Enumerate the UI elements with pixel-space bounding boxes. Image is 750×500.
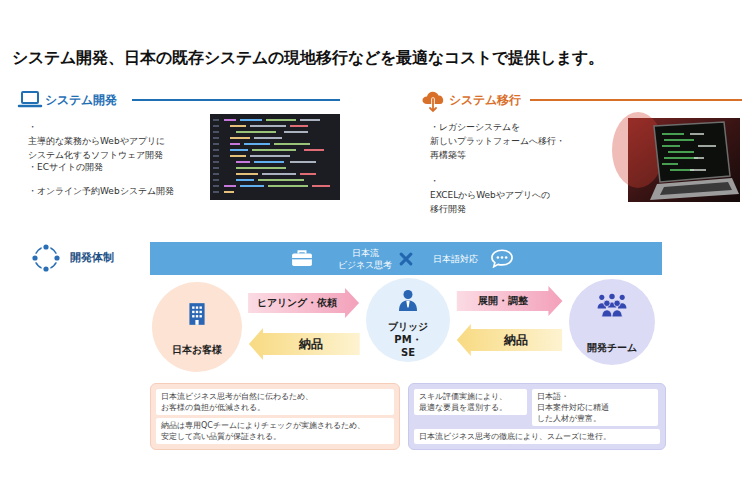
node-icons	[150, 242, 662, 275]
label-slot: ・レガシーシステムを 新しいプラットフォームへ移行・ 再構築等	[430, 120, 565, 162]
laptop-photo	[650, 178, 739, 200]
block-arrow	[249, 328, 360, 360]
arrow-label-slot: 納品	[504, 333, 528, 347]
code-screenshot	[224, 126, 258, 192]
block-arrow	[248, 288, 359, 318]
label-slot: ・ECサイトの開発	[28, 160, 103, 174]
feature-band: 日本流 ビジネス思考 日本語対応	[150, 242, 662, 275]
group-heading: 開発体制	[70, 251, 114, 265]
block-arrow	[457, 324, 562, 356]
text-slot: 日本流 ビジネス思考	[338, 247, 392, 271]
note-panel: スキル評価実施により、 最適な要員を選別する。 日本語・日本案件対応に精通 した人…	[408, 383, 666, 450]
cloud-icon	[430, 99, 436, 111]
note-text: 日本語・日本案件対応に精通 した人材が豊富。	[537, 391, 609, 424]
band-text: 日本流 ビジネス思考	[338, 247, 392, 271]
label-slot: ・オンライン予約Webシステム開発	[28, 184, 174, 198]
section-heading: システム移行	[449, 93, 521, 108]
arrow-label-slot: 納品	[299, 337, 323, 351]
role-name: 日本お客様	[172, 343, 222, 356]
page-title: システム開発、日本の既存システムの現地移行などを最適なコストで提供します。	[12, 47, 604, 69]
arrow-label: 納品	[299, 337, 323, 351]
arrow-label: 納品	[504, 333, 528, 347]
cloud-icon	[423, 92, 444, 111]
bullet-text: ・オンライン予約Webシステム開発	[28, 184, 174, 198]
role-name: ブリッジ PM・SE	[388, 320, 428, 359]
text-slot: 開発チーム	[587, 341, 637, 354]
laptop-photo	[654, 122, 730, 182]
note-panel: 日本流ビジネス思考が自然に伝わるため、 お客様の負担が低減される。納品は専用QC…	[150, 383, 400, 450]
role-circle: ブリッジ PM・SE	[366, 278, 450, 362]
bullet-text: ・EXCELからWebやアプリへの 移行開発	[430, 174, 550, 216]
block-arrow	[457, 286, 563, 316]
code-screenshot	[250, 120, 320, 174]
chat-icon	[492, 250, 512, 267]
band-text: 日本語対応	[433, 253, 478, 265]
laptop-icon	[19, 105, 41, 108]
label-slot: システム開発	[45, 93, 117, 108]
briefcase-icon	[292, 251, 312, 266]
text-slot: 日本お客様	[172, 343, 222, 356]
laptop-photo	[660, 182, 732, 195]
bullet-text: ・主導的な業務からWebやアプリに システム化するソフトウェア開発	[28, 120, 165, 162]
team-cycle-icon	[42, 265, 49, 272]
arrow-label: ヒアリング・依頼	[257, 296, 337, 310]
note-text: 納品は専用QCチームによりチェックが実施されるため、 安定して高い品質が保証され…	[161, 420, 365, 442]
person-icon	[399, 290, 417, 311]
section-rule	[530, 99, 742, 101]
bullet-text: ・ECサイトの開発	[28, 160, 103, 174]
section-heading: システム開発	[45, 93, 117, 108]
code-screenshot	[236, 120, 310, 186]
bullet-text: ・レガシーシステムを 新しいプラットフォームへ移行・ 再構築等	[430, 120, 565, 162]
label-slot: システム移行	[449, 93, 521, 108]
note-box: スキル評価実施により、 最適な要員を選別する。	[414, 389, 527, 415]
role-circle: 開発チーム	[569, 279, 655, 365]
team-cycle-icon	[53, 254, 60, 261]
note-box: 日本流ビジネス思考が自然に伝わるため、 お客様の負担が低減される。	[156, 389, 394, 415]
code-screenshot	[210, 114, 340, 200]
note-text: スキル評価実施により、 最適な要員を選別する。	[419, 391, 507, 413]
cross-icon	[401, 254, 411, 264]
laptop-icon	[22, 92, 38, 103]
code-screenshot	[224, 120, 250, 186]
code-screenshot	[230, 120, 284, 186]
cloud-icon	[430, 99, 436, 111]
title-slot: システム開発、日本の既存システムの現地移行などを最適なコストで提供します。	[12, 47, 604, 69]
building-icon	[189, 303, 204, 325]
code-screenshot	[213, 120, 219, 192]
arrow-label-slot: ヒアリング・依頼	[257, 296, 337, 310]
node-icons	[152, 282, 242, 372]
note-text: 日本流ビジネス思考が自然に伝わるため、 お客様の負担が低減される。	[161, 391, 313, 413]
team-cycle-icon	[31, 243, 60, 272]
arrow-label-slot: 展開・調整	[478, 294, 528, 308]
code-screenshot	[210, 114, 340, 200]
laptop-photo	[612, 112, 740, 202]
laptop-photo	[662, 134, 698, 170]
arrow-label: 展開・調整	[478, 294, 528, 308]
note-box: 日本流ビジネス思考の徹底により、スムーズに進行。	[414, 429, 660, 444]
text-slot: 日本語対応	[433, 253, 478, 265]
label-slot: ・主導的な業務からWebやアプリに システム化するソフトウェア開発	[28, 120, 165, 162]
note-box: 納品は専用QCチームによりチェックが実施されるため、 安定して高い品質が保証され…	[156, 418, 394, 444]
note-box: 日本語・日本案件対応に精通 した人材が豊富。	[532, 389, 658, 426]
label-slot: ・EXCELからWebやアプリへの 移行開発	[430, 174, 550, 216]
role-circle: 日本お客様	[152, 282, 242, 372]
label-slot: 開発体制	[70, 251, 114, 265]
laptop-photo	[690, 134, 716, 170]
team-cycle-icon	[42, 243, 49, 250]
section-rule	[132, 99, 340, 101]
text-slot: ブリッジ PM・SE	[388, 320, 428, 359]
note-text: 日本流ビジネス思考の徹底により、スムーズに進行。	[419, 431, 655, 442]
role-name: 開発チーム	[587, 341, 637, 354]
code-screenshot	[290, 126, 330, 186]
laptop-icon	[19, 92, 41, 106]
team-cycle-icon	[31, 254, 38, 261]
team-icon	[598, 294, 627, 317]
